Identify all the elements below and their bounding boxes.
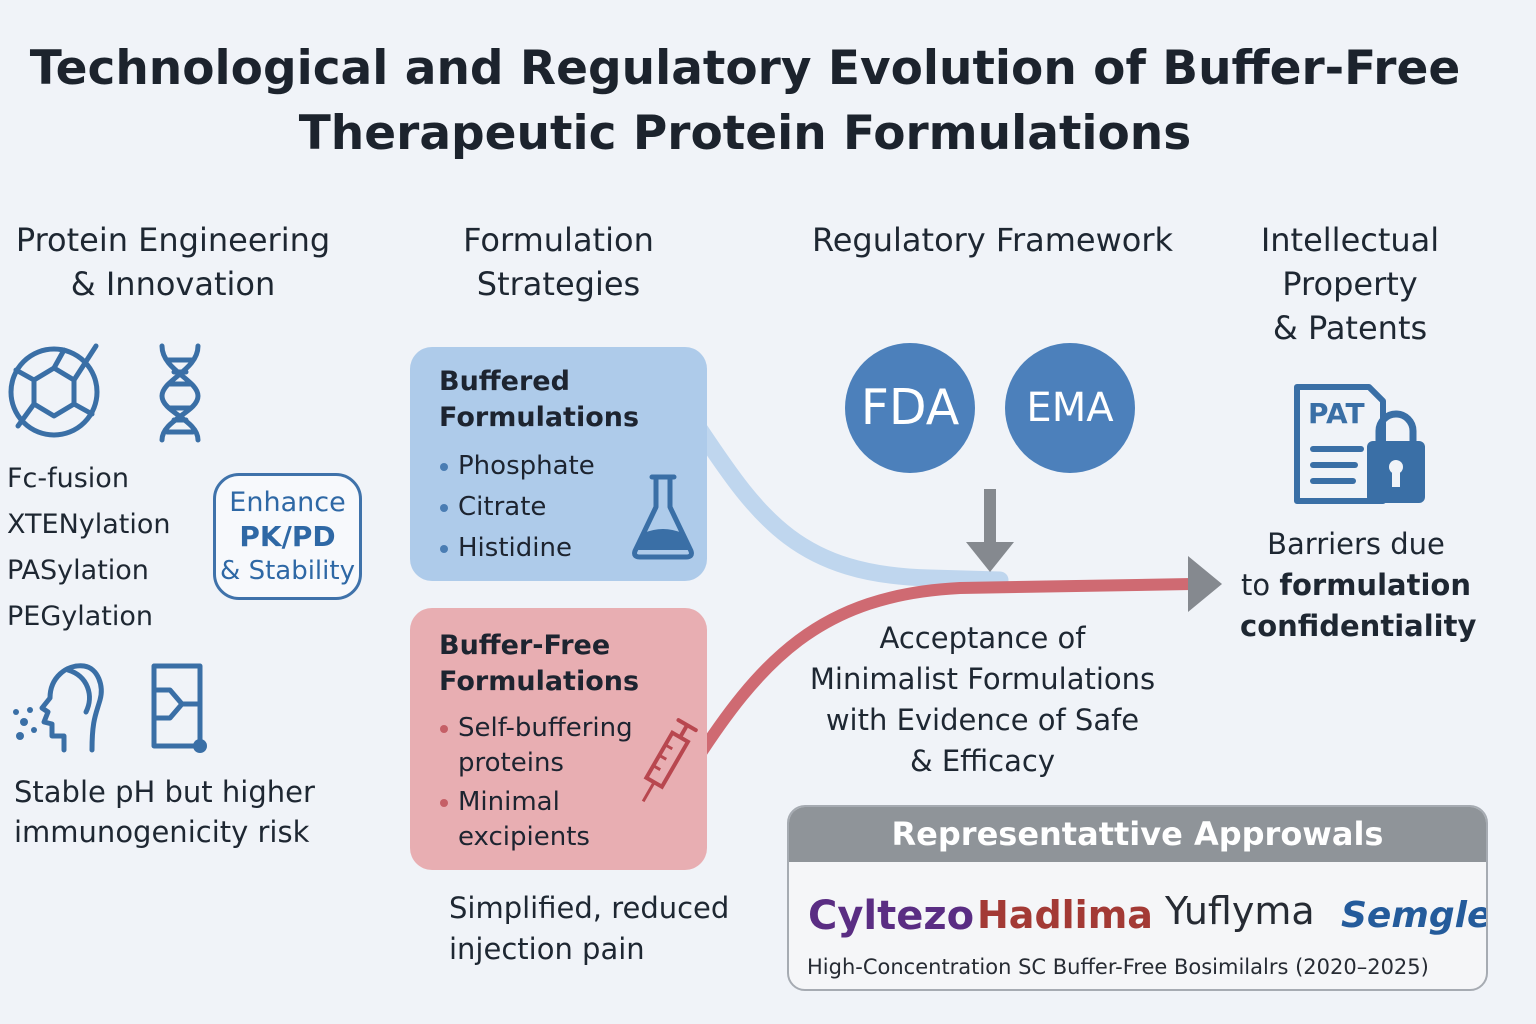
formulation-note: Simplified, reduced injection pain: [449, 888, 729, 970]
regulatory-down-arrow-head: [966, 542, 1014, 572]
buffer-free-item-self-buffering: Self-buffering proteins: [438, 711, 633, 781]
technique-pegylation: PEGylation: [7, 601, 154, 632]
technique-list: Fc-fusion XTENylation PASylation PEGylat…: [7, 456, 171, 640]
buffer-free-flow-curve: [684, 578, 1198, 776]
ema-badge: EMA: [1005, 343, 1135, 473]
enhance-line1: Enhance: [229, 487, 346, 518]
brand-hadlima: Hadlima: [977, 893, 1153, 937]
heading-formulation-line1: Formulation: [463, 221, 654, 259]
buffered-list: Phosphate Citrate Histidine: [438, 446, 595, 569]
title-line-2: Therapeutic Protein Formulations: [298, 106, 1192, 161]
enhance-line2: PK/PD: [239, 520, 336, 553]
buffer-citrate: Citrate: [438, 487, 595, 528]
buffer-free-formulations-card: Buffer-Free Formulations Self-buffering …: [410, 608, 707, 870]
barrier-line2-bold: formulation: [1279, 568, 1471, 602]
brand-yuflyma: Yuflyma: [1165, 889, 1315, 933]
autoinjector-icon: [151, 663, 207, 753]
barrier-line1: Barriers due: [1267, 527, 1445, 561]
title-line-1: Technological and Regulatory Evolution o…: [29, 41, 1461, 96]
buffer-free-card-title: Buffer-Free Formulations: [439, 628, 639, 700]
barrier-line2: to formulation: [1240, 565, 1472, 606]
buffer-histidine: Histidine: [438, 528, 595, 569]
technique-xtenylation: XTENylation: [7, 509, 171, 540]
representative-approvals-panel: Representattive Approwals Cyltezo Hadlim…: [787, 805, 1488, 991]
engineering-note: Stable pH but higher immunogenicity risk: [14, 772, 315, 852]
buffered-title-line1: Buffered: [439, 366, 570, 397]
technique-pasylation: PASylation: [7, 555, 149, 586]
dna-helix-icon: [159, 343, 201, 443]
buffered-formulations-card: Buffered Formulations Phosphate Citrate …: [410, 347, 707, 581]
acceptance-line3: with Evidence of Safe: [825, 703, 1140, 737]
formulation-note-line2: injection pain: [449, 932, 645, 966]
patent-document-icon: [1294, 384, 1425, 504]
heading-ip-line3: & Patents: [1272, 309, 1428, 347]
acceptance-line1: Acceptance of: [879, 621, 1086, 655]
self-buffering-line2: proteins: [458, 748, 564, 778]
heading-regulatory-framework: Regulatory Framework: [811, 221, 1174, 259]
minimal-excipients-line2: excipients: [458, 822, 590, 852]
syringe-icon: [641, 718, 698, 803]
regulatory-down-arrow-shaft: [984, 489, 996, 543]
heading-ip-line1: Intellectual: [1260, 221, 1440, 259]
heading-formulation-line2: Strategies: [476, 265, 641, 303]
approvals-footnote: High-Concentration SC Buffer-Free Bosimi…: [807, 955, 1429, 979]
approvals-heading: Representattive Approwals: [789, 807, 1486, 862]
inhalation-icon: [13, 663, 104, 753]
heading-ip-line2: Property: [1282, 265, 1418, 303]
self-buffering-line1: Self-buffering: [458, 713, 633, 743]
brand-semglee: Semglee: [1341, 895, 1486, 936]
patent-lock-icon: PAT: [1293, 383, 1433, 508]
buffer-phosphate: Phosphate: [438, 446, 595, 487]
buffer-free-title-line2: Formulations: [439, 666, 640, 697]
heading-intellectual-property: Intellectual Property & Patents: [1230, 218, 1470, 350]
acceptance-line4: & Efficacy: [909, 744, 1055, 778]
minimal-excipients-line1: Minimal: [458, 787, 560, 817]
heading-protein-engineering-line2: & Innovation: [70, 265, 276, 303]
barrier-line2-prefix: to: [1241, 568, 1280, 602]
buffered-flow-curve: [691, 421, 1009, 589]
acceptance-line2: Minimalist Formulations: [809, 662, 1156, 696]
buffer-free-title-line1: Buffer-Free: [439, 630, 611, 661]
page-title: Technological and Regulatory Evolution o…: [0, 36, 1490, 166]
buffer-free-list: Self-buffering proteins Minimal excipien…: [438, 711, 633, 859]
formulation-note-line1: Simplified, reduced: [449, 891, 730, 925]
flow-arrowhead: [1188, 556, 1222, 612]
heading-formulation-strategies: Formulation Strategies: [410, 218, 707, 306]
engineering-note-line2: immunogenicity risk: [14, 815, 310, 849]
enhance-line3: & Stability: [220, 556, 355, 586]
buffer-free-item-minimal-excipients: Minimal excipients: [438, 785, 633, 855]
brand-cyltezo: Cyltezo: [808, 893, 975, 939]
acceptance-text: Acceptance of Minimalist Formulations wi…: [790, 618, 1175, 782]
buffered-title-line2: Formulations: [439, 402, 640, 433]
flask-icon: [632, 474, 694, 560]
patent-label: PAT: [1308, 397, 1365, 430]
fda-badge: FDA: [845, 343, 975, 473]
ip-barrier-text: Barriers due to formulation confidential…: [1240, 524, 1477, 647]
technique-fc-fusion: Fc-fusion: [7, 463, 129, 494]
barrier-line3: confidentiality: [1240, 609, 1477, 643]
protein-structure-icon: [8, 343, 100, 438]
heading-protein-engineering: Protein Engineering & Innovation: [0, 218, 346, 306]
engineering-note-line1: Stable pH but higher: [14, 775, 315, 809]
heading-protein-engineering-line1: Protein Engineering: [15, 221, 331, 259]
enhance-pkpd-badge: Enhance PK/PD & Stability: [213, 473, 362, 600]
buffered-card-title: Buffered Formulations: [439, 364, 639, 436]
